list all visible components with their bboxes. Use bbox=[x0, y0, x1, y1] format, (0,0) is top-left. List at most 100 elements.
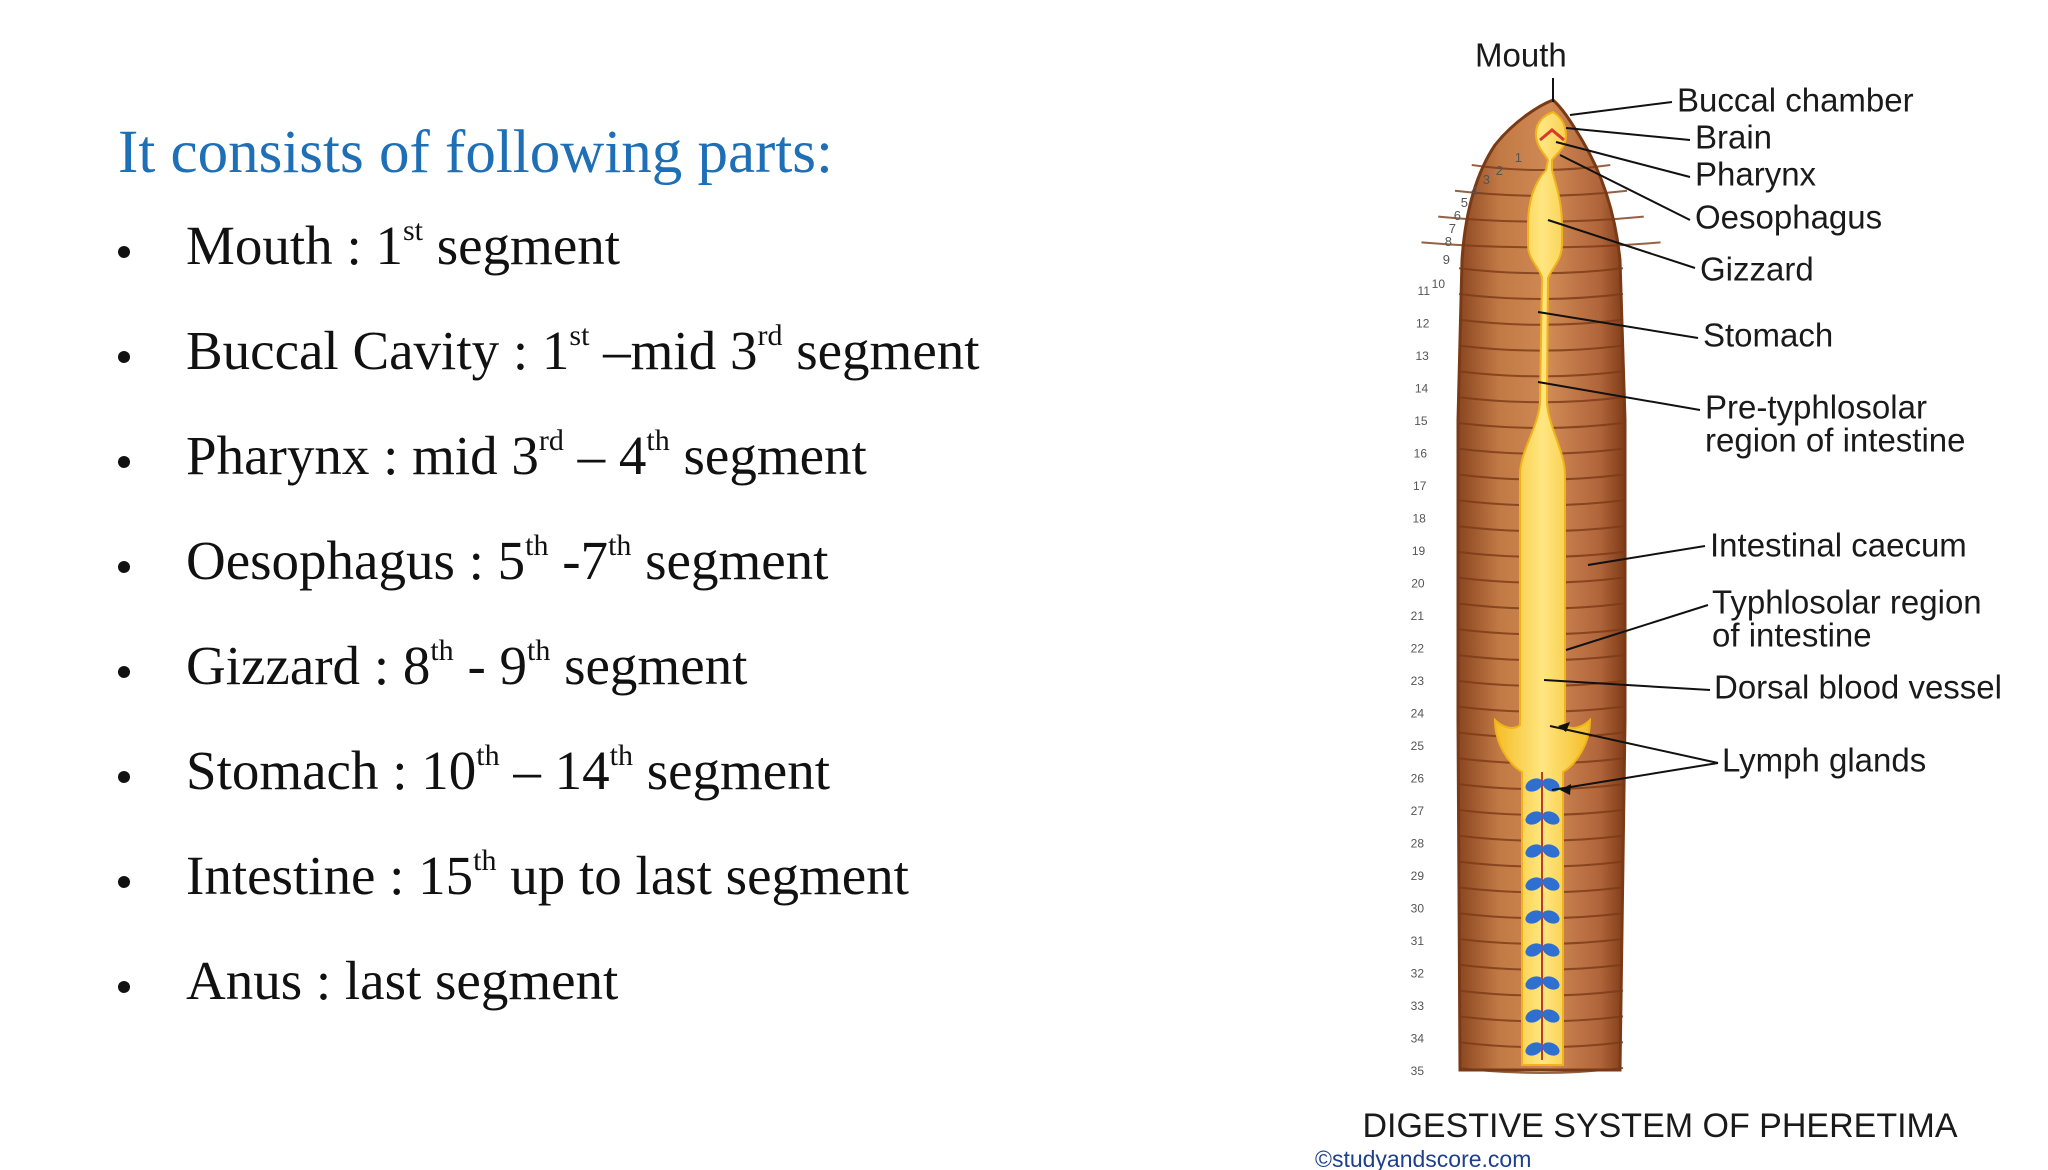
leader-line bbox=[1537, 311, 1699, 339]
segment-number: 7 bbox=[1449, 221, 1456, 236]
typhlosolar-label: Typhlosolar region bbox=[1712, 584, 1982, 621]
segment-range: – 4 bbox=[563, 425, 647, 486]
bullet-icon bbox=[118, 561, 130, 573]
ordinal-suffix: st bbox=[402, 214, 423, 247]
lymph-gland bbox=[1542, 910, 1560, 924]
segment-number: 32 bbox=[1411, 967, 1425, 981]
segment-number: 21 bbox=[1411, 609, 1425, 623]
part-text: Mouth : 1st segment bbox=[186, 214, 621, 276]
pre-typhlosolar-label-line2: region of intestine bbox=[1705, 422, 1966, 459]
part-text: Oesophagus : 5th -7th segment bbox=[186, 529, 829, 591]
lymph-gland bbox=[1542, 877, 1560, 891]
bullet-icon bbox=[118, 981, 130, 993]
part-name: Mouth bbox=[186, 215, 333, 276]
lymph-gland bbox=[1525, 1009, 1543, 1023]
segment-range: segment bbox=[632, 740, 830, 801]
ordinal-suffix: th bbox=[430, 634, 454, 667]
typhlosolar-label-line2: of intestine bbox=[1712, 617, 1872, 654]
segment-number: 22 bbox=[1411, 642, 1425, 656]
oesophagus-label: Oesophagus bbox=[1695, 199, 1882, 236]
lymph-gland bbox=[1525, 778, 1543, 792]
segment-range: 10 bbox=[421, 740, 477, 801]
arrowhead bbox=[1560, 784, 1571, 795]
bullet-icon bbox=[118, 876, 130, 888]
ordinal-suffix: th bbox=[476, 739, 500, 772]
leader-line bbox=[1565, 604, 1709, 651]
leader-line bbox=[1565, 127, 1691, 141]
bullet-icon bbox=[118, 456, 130, 468]
segment-range: -7 bbox=[548, 530, 609, 591]
lymph-gland bbox=[1542, 1042, 1560, 1056]
segment-range: segment bbox=[631, 530, 829, 591]
lymph-gland bbox=[1525, 844, 1543, 858]
segment-range: 1 bbox=[541, 320, 570, 381]
lymph-gland bbox=[1525, 877, 1543, 891]
part-name: Intestine bbox=[186, 845, 376, 906]
segment-number: 11 bbox=[1418, 284, 1431, 298]
part-name: Anus bbox=[186, 950, 303, 1011]
segment-range: segment bbox=[669, 425, 867, 486]
lymph-gland bbox=[1542, 943, 1560, 957]
lymph-gland bbox=[1525, 976, 1543, 990]
segment-range: –mid 3 bbox=[589, 320, 758, 381]
diagram-credit: ©studyandscore.com bbox=[1315, 1146, 1531, 1170]
part-name: Oesophagus bbox=[186, 530, 455, 591]
bullet-icon bbox=[118, 351, 130, 363]
segment-number: 23 bbox=[1411, 674, 1425, 688]
segment-number: 18 bbox=[1412, 512, 1426, 526]
segment-number: 15 bbox=[1414, 414, 1428, 428]
ordinal-suffix: th bbox=[525, 529, 549, 562]
segment-ring bbox=[1471, 164, 1611, 171]
segment-number: 9 bbox=[1443, 252, 1450, 267]
intestinal-caecum-label: Intestinal caecum bbox=[1710, 527, 1967, 564]
segment-number: 27 bbox=[1411, 804, 1425, 818]
segment-number: 16 bbox=[1414, 447, 1428, 461]
segment-number: 28 bbox=[1411, 837, 1425, 851]
segment-number: 1 bbox=[1515, 150, 1522, 165]
dorsal-blood-vessel-label: Dorsal blood vessel bbox=[1714, 669, 2002, 706]
segment-ring bbox=[1458, 1067, 1624, 1074]
segment-number: 26 bbox=[1411, 772, 1425, 786]
segment-number: 31 bbox=[1411, 934, 1425, 948]
bullet-icon bbox=[118, 771, 130, 783]
segment-number: 4 bbox=[1471, 183, 1478, 198]
segment-range: 15 bbox=[418, 845, 474, 906]
segment-range: - 9 bbox=[453, 635, 528, 696]
lymph-gland bbox=[1525, 811, 1543, 825]
ordinal-suffix: th bbox=[609, 739, 633, 772]
arrowhead bbox=[1558, 722, 1570, 732]
segment-number: 19 bbox=[1412, 544, 1426, 558]
segment-number: 24 bbox=[1411, 707, 1425, 721]
segment-number: 5 bbox=[1461, 195, 1468, 210]
part-text: Gizzard : 8th - 9th segment bbox=[186, 634, 748, 696]
digestive-system-diagram: 1234567891011121314151617181920212223242… bbox=[1315, 37, 2002, 1170]
lymph-glands-label: Lymph glands bbox=[1722, 742, 1926, 779]
leader-line bbox=[1551, 762, 1719, 791]
part-name: Buccal Cavity bbox=[186, 320, 500, 381]
segment-number: 12 bbox=[1416, 317, 1430, 331]
ordinal-suffix: th bbox=[473, 844, 497, 877]
lymph-gland bbox=[1542, 811, 1560, 825]
gizzard-label: Gizzard bbox=[1700, 251, 1814, 288]
leader-line bbox=[1587, 545, 1706, 566]
segment-number: 14 bbox=[1415, 382, 1429, 396]
part-text: Pharynx : mid 3rd – 4th segment bbox=[186, 424, 867, 486]
segment-number: 13 bbox=[1415, 349, 1429, 363]
pharynx-label: Pharynx bbox=[1695, 156, 1817, 193]
leader-line bbox=[1559, 154, 1691, 221]
buccal-chamber-label: Buccal chamber bbox=[1677, 82, 1914, 119]
leader-line bbox=[1549, 725, 1719, 764]
part-text: Anus : last segment bbox=[186, 950, 619, 1011]
lymph-gland bbox=[1542, 976, 1560, 990]
ordinal-suffix: th bbox=[608, 529, 632, 562]
bullet-icon bbox=[118, 666, 130, 678]
segment-range: mid 3 bbox=[412, 425, 539, 486]
part-name: Gizzard bbox=[186, 635, 361, 696]
lymph-gland bbox=[1525, 1042, 1543, 1056]
lymph-gland bbox=[1525, 910, 1543, 924]
segment-range: 1 bbox=[375, 215, 403, 276]
mouth-label: Mouth bbox=[1475, 37, 1567, 74]
leader-line bbox=[1569, 101, 1673, 116]
part-text: Buccal Cavity : 1st –mid 3rd segment bbox=[186, 319, 980, 381]
pre-typhlosolar-label: Pre-typhlosolar bbox=[1705, 389, 1927, 426]
